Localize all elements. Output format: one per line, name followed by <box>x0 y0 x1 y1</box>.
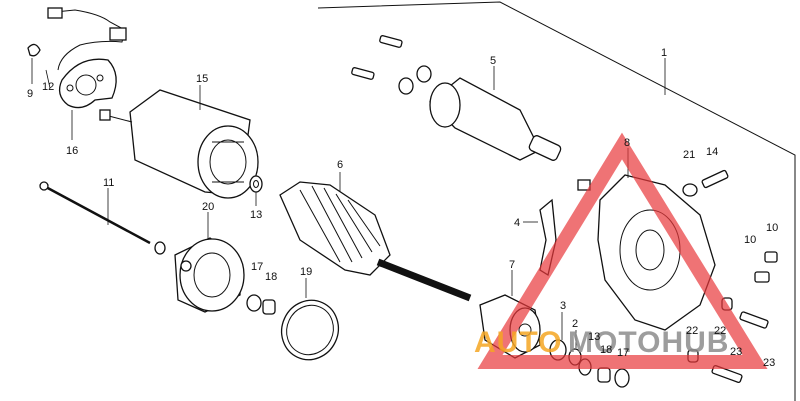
part-bushing-18-left <box>262 299 276 315</box>
label-part-18-a: 18 <box>265 271 277 283</box>
part-solenoid-bolts <box>351 35 432 95</box>
part-yoke-housing <box>99 85 259 199</box>
part-bolt-23-a <box>739 311 769 329</box>
part-nut-10-a <box>764 251 778 263</box>
label-part-8: 8 <box>624 137 630 149</box>
part-bushing-18-right <box>597 367 611 383</box>
label-part-7: 7 <box>509 259 515 271</box>
part-solenoid <box>429 66 562 161</box>
label-part-3: 3 <box>560 300 566 312</box>
label-part-14: 14 <box>706 146 718 158</box>
label-part-5: 5 <box>490 55 496 67</box>
label-part-17-b: 17 <box>617 347 629 359</box>
part-armature <box>279 172 472 302</box>
watermark-text-gray: MOTOHUB <box>568 326 729 359</box>
part-washer-21 <box>682 183 698 197</box>
part-labels: 1 2 3 4 5 6 7 8 9 10 10 11 12 13 13 14 1… <box>27 47 778 369</box>
label-part-15: 15 <box>196 73 208 85</box>
label-part-10-b: 10 <box>766 222 778 234</box>
label-part-6: 6 <box>337 159 343 171</box>
label-part-1: 1 <box>661 47 667 59</box>
label-part-4: 4 <box>514 217 520 229</box>
label-part-11: 11 <box>103 177 114 189</box>
label-part-23-b: 23 <box>763 357 775 369</box>
part-brush-holder-plate <box>58 58 117 140</box>
part-bushing-17-right <box>614 368 630 388</box>
label-part-12: 12 <box>42 81 54 93</box>
part-rear-cover <box>174 212 245 313</box>
part-bolt-14 <box>701 169 729 189</box>
label-part-22-a: 22 <box>686 325 698 337</box>
label-part-13-a: 13 <box>250 209 262 221</box>
label-part-21: 21 <box>683 149 695 161</box>
label-part-23-a: 23 <box>730 346 742 358</box>
part-bolt-washer <box>154 241 166 255</box>
part-washer-13-left <box>249 175 263 206</box>
label-part-18-b: 18 <box>600 344 612 356</box>
label-part-19: 19 <box>300 266 312 278</box>
part-brush-leads <box>45 7 127 89</box>
label-part-2: 2 <box>572 318 578 330</box>
label-part-10-a: 10 <box>744 234 756 246</box>
label-part-20: 20 <box>202 201 214 213</box>
assembly-bracket <box>317 1 796 401</box>
part-nut-10-b <box>754 271 770 283</box>
label-part-9: 9 <box>27 88 33 100</box>
label-part-17-a: 17 <box>251 261 263 273</box>
part-clip <box>27 43 41 84</box>
part-o-ring <box>280 278 340 361</box>
part-bushing-17-left <box>246 294 262 312</box>
watermark-text-orange: AUTO <box>474 326 562 359</box>
label-part-22-b: 22 <box>714 325 726 337</box>
label-part-16: 16 <box>66 145 78 157</box>
label-part-13-b: 13 <box>588 331 600 343</box>
part-through-bolt <box>39 181 151 245</box>
watermark-triangle <box>477 132 768 369</box>
watermark: AUTO MOTOHUB <box>474 132 768 369</box>
